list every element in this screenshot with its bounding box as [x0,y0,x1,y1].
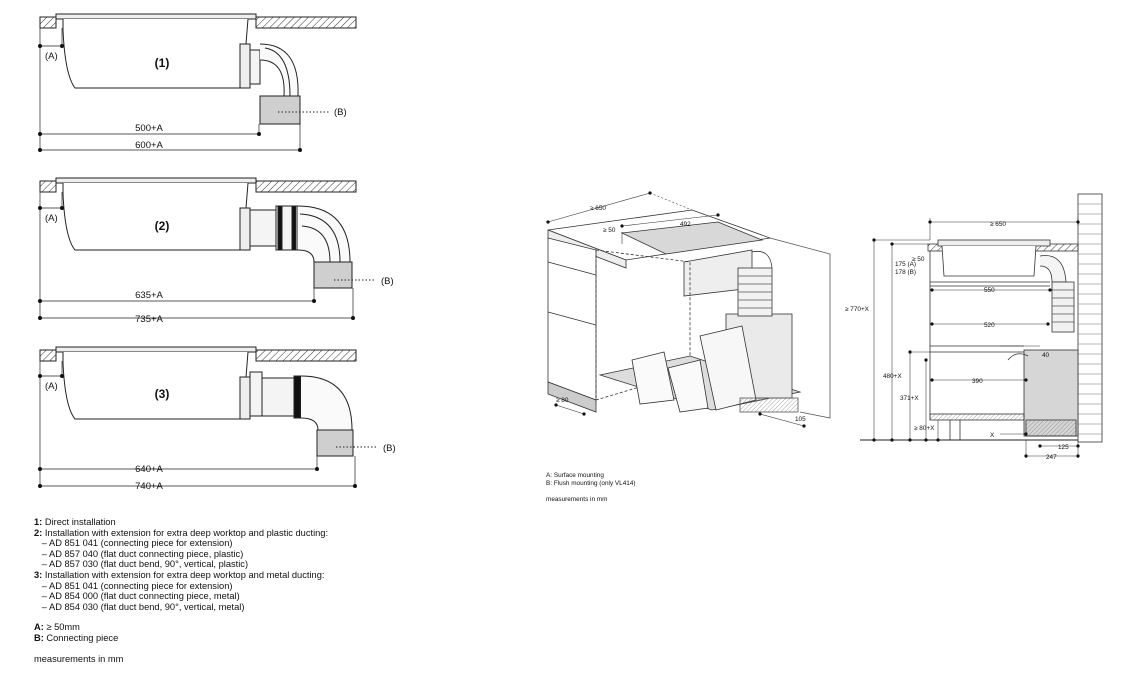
cabinet-front [547,237,597,401]
section-dim-390: 390 [972,378,983,385]
variant-1-dim-short: 500+A [135,123,163,134]
section-hob [941,245,1037,277]
variant-1-label: (1) [155,56,170,70]
wall-outline [769,237,831,419]
isometric-cabinet-drawing [547,192,831,427]
variant-2-drawing [39,177,376,320]
note-item: – AD 857 030 (flat duct bend, 90°, verti… [34,559,249,570]
variant-2-b-label: (B) [381,276,394,287]
iso-dim-492: 492 [680,221,691,228]
connecting-piece-b [313,261,353,289]
hob-top [55,177,257,184]
variant-1-b-label: (B) [334,107,347,118]
worktop-left [39,180,57,193]
variant-1-a-label: (A) [45,51,58,62]
section-flex-duct [1051,281,1075,333]
section-dim-650: ≥ 650 [990,221,1006,228]
note-item: 3: Installation with extension for extra… [34,569,325,580]
iso-dim-650: ≥ 650 [590,205,606,212]
installation-notes: 1: Direct installation 2: Installation w… [34,517,328,664]
hob-body [62,182,249,251]
variant-2-a-label: (A) [45,213,58,224]
section-dim-770: ≥ 770+X [845,306,870,313]
iso-dim-50: ≥ 50 [603,227,616,234]
connector [239,43,251,89]
variant-1-dim-long: 600+A [135,140,163,151]
connecting-piece-b [259,95,301,125]
section-dim-371: 371+X [900,395,919,402]
iso-caption: A: Surface mounting B: Flush mounting (o… [546,472,636,504]
variant-3-dim-short: 640+A [135,464,163,475]
worktop-right [255,180,357,193]
variant-2-dim-short: 635+A [135,290,163,301]
section-dim-178: 178 (B) [895,269,916,276]
legend-item: A: ≥ 50mm [34,622,80,633]
extension [249,209,277,247]
brick-wall [1077,193,1103,443]
variant-3-dim-long: 740+A [135,481,163,492]
units-note: measurements in mm [34,653,124,664]
note-item: – AD 854 000 (flat duct connecting piece… [34,591,240,602]
hob-plate [620,221,764,255]
section-dim-80x: ≥ 80+X [914,425,935,432]
variant-2-label: (2) [155,219,170,233]
note-item: – AD 854 030 (flat duct bend, 90°, verti… [34,601,245,612]
extension [261,377,297,417]
hob-body [62,351,249,420]
section-dim-550: 550 [984,287,995,294]
legend-item: B: Connecting piece [34,632,119,643]
variant-3-drawing [39,346,378,488]
variant-2-dim-long: 735+A [135,314,163,325]
note-item: – AD 851 041 (connecting piece for exten… [34,580,233,591]
variant-3-b-label: (B) [383,443,396,454]
connector-2 [249,49,261,85]
section-dim-125: 125 [1058,444,1069,451]
variant-3-a-label: (A) [45,381,58,392]
section-drawing [860,193,1103,458]
hob-body [62,18,249,89]
hob-top [55,13,257,20]
worktop-right [255,16,357,29]
iso-dim-105: 105 [795,416,806,423]
section-dim-480: 480+X [883,373,902,380]
plinth-vents [739,397,799,413]
duct-bend [259,43,299,97]
note-item: 1: Direct installation [34,517,116,527]
duct-bend [300,375,353,431]
section-dim-520: 520 [984,322,995,329]
variant-1-drawing [39,13,357,152]
note-item: – AD 857 040 (flat duct connecting piece… [34,548,244,559]
caption-b: B: Flush mounting (only VL414) [546,480,636,487]
worktop-right [255,349,357,362]
section-dim-247: 247 [1046,454,1057,461]
connecting-piece-b [316,429,354,457]
note-item: 2: Installation with extension for extra… [34,527,329,538]
iso-units-note: measurements in mm [546,496,608,503]
note-item: – AD 851 041 (connecting piece for exten… [34,538,233,549]
worktop-left [39,349,57,362]
worktop-left [39,16,57,29]
section-dim-x: X [990,432,995,439]
section-dim-40: 40 [1042,352,1050,359]
variant-3-label: (3) [155,387,170,401]
iso-dim-80: ≥ 80 [556,397,569,404]
caption-a: A: Surface mounting [546,472,604,479]
section-dim-50: ≥ 50 [912,256,925,263]
hob-top [55,346,257,353]
section-dim-175: 175 (A) [895,261,916,268]
